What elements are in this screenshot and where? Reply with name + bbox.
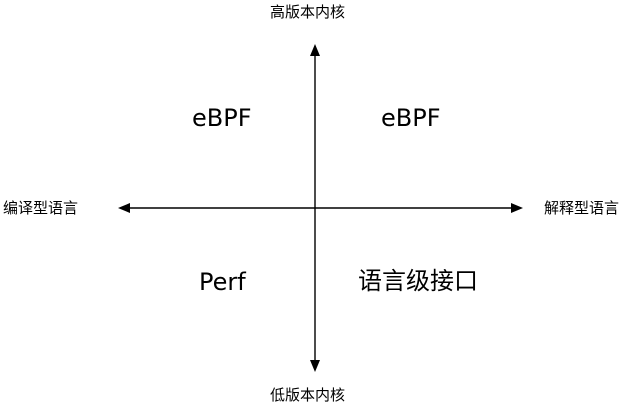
quadrant-bottom-right-label: 语言级接口 — [358, 267, 478, 295]
quadrant-top-left-label: eBPF — [192, 104, 252, 132]
arrow-down-icon — [310, 360, 320, 372]
arrow-right-icon — [511, 203, 523, 213]
arrow-up-icon — [310, 44, 320, 56]
quadrant-bottom-left-label: Perf — [199, 268, 246, 296]
axis-label-bottom: 低版本内核 — [270, 386, 346, 404]
axis-label-left: 编译型语言 — [3, 199, 79, 217]
quadrant-top-right-label: eBPF — [381, 104, 441, 132]
axis-label-right: 解释型语言 — [544, 199, 620, 217]
axis-label-top: 高版本内核 — [270, 3, 346, 21]
arrow-left-icon — [118, 203, 130, 213]
